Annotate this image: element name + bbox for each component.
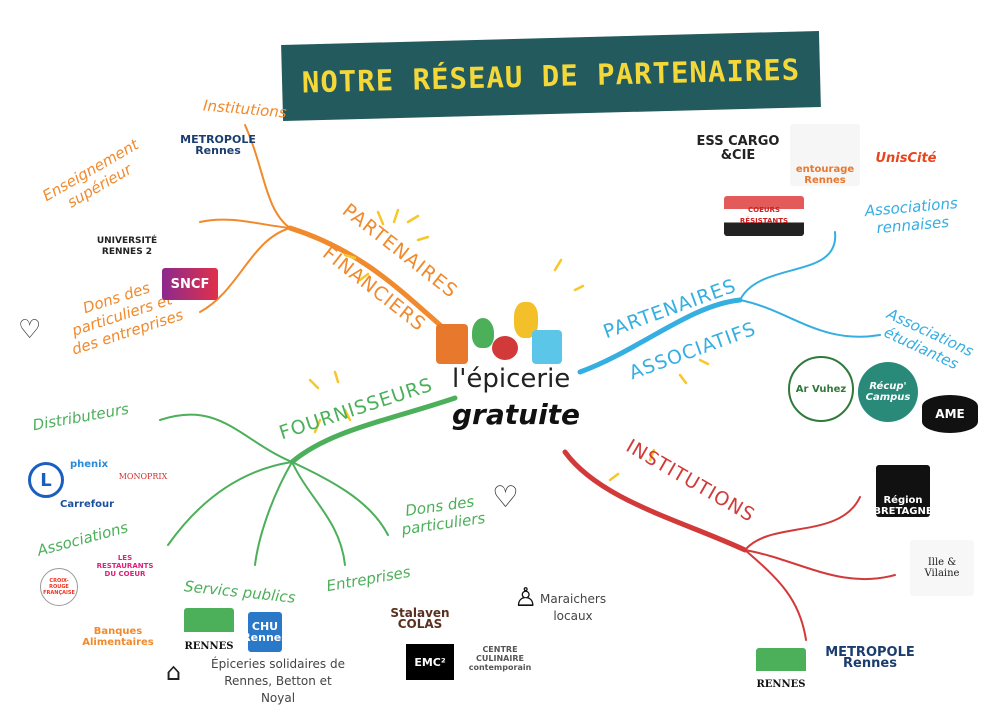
associatifs-branch-etudiantes <box>739 299 881 338</box>
financiers-branch-enseignement <box>199 218 291 229</box>
institutions-branch-bretagne <box>744 496 861 551</box>
logo-ville-rennes: RENNES <box>756 648 806 690</box>
associatifs-branch-rennaises <box>739 231 837 301</box>
leaf-icon <box>472 318 494 348</box>
epicerie-gratuite-logo: l'épicerie gratuite <box>432 296 580 436</box>
logo-ess-cargo: ESS CARGO &CIE <box>696 134 780 163</box>
logo-region-bretagne: Région BRETAGNE <box>873 465 933 517</box>
logo-leclerc: L <box>28 462 64 498</box>
logo-phenix: phenix <box>69 459 109 470</box>
fournisseurs-main-branch <box>289 395 458 465</box>
financiers-branch-institutions <box>244 124 291 229</box>
page-title: NOTRE RÉSEAU DE PARTENAIRES <box>301 52 801 100</box>
logo-emc2: EMC² <box>406 644 454 680</box>
sun-rays-decoration <box>308 208 710 482</box>
logo-ille-et-vilaine: Ille & Vilaine <box>910 540 974 596</box>
farmer-icon: ♙ <box>514 583 538 613</box>
logo-metropole-rennes: METROPOLE Rennes <box>180 133 256 157</box>
logo-uniscite: UnisCité <box>875 150 937 166</box>
institutions-branch-rennes <box>744 549 807 641</box>
fournisseurs-branch-entreprises <box>291 461 346 566</box>
apple-icon <box>492 336 518 360</box>
logo-croix-rouge: CROIX-ROUGE FRANÇAISE <box>40 568 78 606</box>
institutions-branch-ilv <box>744 549 896 580</box>
fournisseurs-branch-associations <box>167 461 293 546</box>
page-title-banner: NOTRE RÉSEAU DE PARTENAIRES <box>281 30 821 122</box>
institutions-main-branch <box>562 449 748 553</box>
handshake-heart-icon: ♡ <box>18 315 42 345</box>
bread-icon <box>436 324 468 364</box>
maraichers-label: Maraichers locaux <box>540 592 607 623</box>
logo-line-1: l'épicerie <box>452 364 571 394</box>
logo-carrefour: Carrefour <box>60 499 115 510</box>
logo-entourage: entourage Rennes <box>790 124 860 186</box>
logo-line-2: gratuite <box>452 398 581 431</box>
logo-stalaven-colas: Stalaven COLAS <box>390 606 450 631</box>
shop-icon: ⌂ <box>166 658 182 686</box>
logo-recup-campus: Récup' Campus <box>858 362 918 422</box>
fournisseurs-branch-services <box>254 461 293 566</box>
financiers-branch-dons <box>199 227 291 313</box>
logo-chu-rennes: CHU Rennes <box>242 612 288 652</box>
logo-ame: AME <box>922 395 978 433</box>
logo-universite-rennes-2: UNIVERSITÉ RENNES 2 <box>96 236 158 257</box>
fournisseurs-branch-dons <box>291 461 389 536</box>
logo-restos-du-coeur: LES RESTAURANTS DU COEUR <box>96 554 154 578</box>
handshake-heart-icon: ♡ <box>492 480 519 515</box>
milk-carton-icon <box>532 330 562 364</box>
fournisseurs-branch-distributeurs <box>159 413 293 463</box>
financiers-main-branch <box>287 225 443 328</box>
logo-banques-alimentaires: Banques Alimentaires <box>82 626 154 648</box>
logo-centre-culinaire: CENTRE CULINAIRE contemporain <box>468 645 532 672</box>
logo-monoprix: MONOPRIX <box>118 472 168 481</box>
logo-sncf: SNCF <box>162 268 218 300</box>
logo-ville-rennes: RENNES <box>184 608 234 652</box>
logo-metropole-rennes-institutions: METROPOLE Rennes <box>825 645 915 671</box>
logo-ar-vuhez: Ar Vuhez <box>788 356 854 422</box>
associatifs-main-branch <box>577 297 743 375</box>
logo-coeurs-resistants: COEURS RÉSISTANTS <box>724 196 804 236</box>
epiceries-solidaires-label: Épiceries solidaires de Rennes, Betton e… <box>211 657 345 705</box>
